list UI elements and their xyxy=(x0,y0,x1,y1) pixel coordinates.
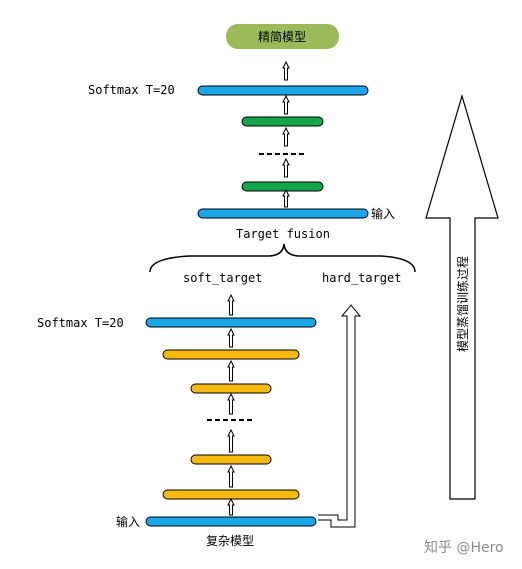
teacher-model: soft_target hard_target Softmax T=20 输入 … xyxy=(37,271,401,548)
teacher-flow-arrows xyxy=(227,293,235,516)
teacher-softmax-label: Softmax T=20 xyxy=(37,316,124,330)
student-model: 精简模型 Softmax T=20 输入 Target fusion xyxy=(88,24,395,241)
student-layer-input xyxy=(197,208,369,219)
up-arrow-icon xyxy=(282,94,290,115)
teacher-layer-hidden-4 xyxy=(162,489,300,500)
up-arrow-icon xyxy=(282,188,290,208)
up-arrow-icon xyxy=(227,497,235,516)
big-up-arrow-icon xyxy=(425,93,499,500)
target-fusion-label: Target fusion xyxy=(236,227,330,241)
watermark-text: 知乎 @Hero xyxy=(424,539,504,556)
teacher-layer-hidden-1 xyxy=(162,349,300,360)
fusion-brace xyxy=(149,243,416,273)
student-layer-hidden-2 xyxy=(241,181,324,192)
student-title-box xyxy=(226,24,339,49)
student-layer-hidden-1 xyxy=(241,116,324,127)
training-process-label: 模型蒸馏训练过程 xyxy=(455,256,470,352)
up-arrow-icon xyxy=(227,293,235,316)
student-flow-arrows xyxy=(282,60,290,208)
teacher-layer-hidden-3 xyxy=(190,454,272,465)
soft-target-label: soft_target xyxy=(183,271,262,285)
teacher-layer-softmax xyxy=(145,317,317,328)
up-arrow-icon xyxy=(227,359,235,382)
student-softmax-label: Softmax T=20 xyxy=(88,83,175,97)
teacher-layer-hidden-2 xyxy=(190,383,272,394)
teacher-title: 复杂模型 xyxy=(206,534,254,548)
student-title: 精简模型 xyxy=(258,30,306,44)
hard-target-label: hard_target xyxy=(322,271,401,285)
student-input-label: 输入 xyxy=(371,206,395,221)
up-arrow-icon xyxy=(227,464,235,488)
up-arrow-icon xyxy=(227,327,235,348)
hard-target-path-arrow xyxy=(318,304,362,528)
up-arrow-icon xyxy=(227,392,235,415)
up-arrow-icon xyxy=(282,126,290,147)
up-arrow-icon xyxy=(282,157,290,178)
teacher-input-label: 输入 xyxy=(116,514,140,529)
up-arrow-icon xyxy=(227,428,235,453)
student-layer-softmax xyxy=(197,85,369,96)
training-process-arrow: 模型蒸馏训练过程 xyxy=(425,93,499,500)
up-arrow-icon xyxy=(282,60,290,81)
teacher-layer-input xyxy=(145,516,317,527)
